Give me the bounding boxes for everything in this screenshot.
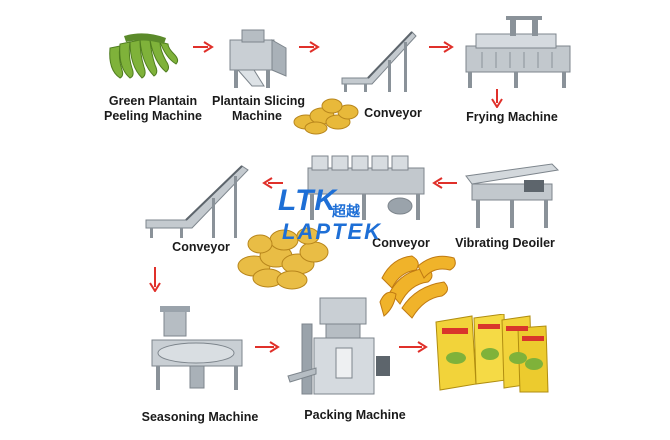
arrow-right-1 [193, 41, 214, 53]
arrow-left-2 [432, 177, 457, 189]
logo-ltk-text: LTK [278, 184, 338, 217]
step-label-deoiler: Vibrating Deoiler [455, 236, 555, 250]
packing-machine-image [287, 297, 390, 395]
step-label-packing: Packing Machine [304, 408, 406, 422]
step-label-seasoning: Seasoning Machine [141, 410, 259, 424]
step-label-frying: Frying Machine [466, 110, 558, 124]
step-label-conveyor-3: Conveyor [172, 240, 230, 254]
arrow-down-1 [491, 89, 503, 108]
green-plantain-image [109, 33, 179, 79]
logo-chinese-text: 超越 [332, 204, 360, 220]
conveyor-2-image [145, 165, 249, 238]
frying-machine-image [465, 16, 571, 88]
deoiling-conveyor-image [307, 155, 425, 220]
step-label-slicing: Plantain Slicing Machine [212, 94, 306, 123]
arrow-down-2 [149, 267, 161, 292]
step-label-peeling: Green Plantain Peeling Machine [104, 94, 202, 123]
arrow-left-1 [262, 177, 283, 189]
conveyor-1-image [341, 31, 417, 92]
plantain-chips-pile-image [237, 227, 329, 290]
fried-banana-strips-image [379, 255, 456, 319]
arrow-right-2 [299, 41, 320, 53]
step-label-conveyor-2: Conveyor [372, 236, 430, 250]
arrow-right-4 [255, 341, 280, 353]
laptek-logo: LTK 超越 LAPTEK [278, 186, 398, 248]
slicing-machine-image [229, 29, 287, 88]
seasoning-machine-image [151, 306, 243, 390]
vibrating-deoiler-image [465, 163, 560, 228]
packaged-chips-image [435, 314, 549, 393]
arrow-right-3 [429, 41, 454, 53]
plantain-chips-image [293, 98, 359, 135]
logo-laptek-text: LAPTEK [282, 219, 382, 244]
arrow-right-5 [399, 341, 428, 353]
step-label-conveyor-1: Conveyor [364, 106, 422, 120]
